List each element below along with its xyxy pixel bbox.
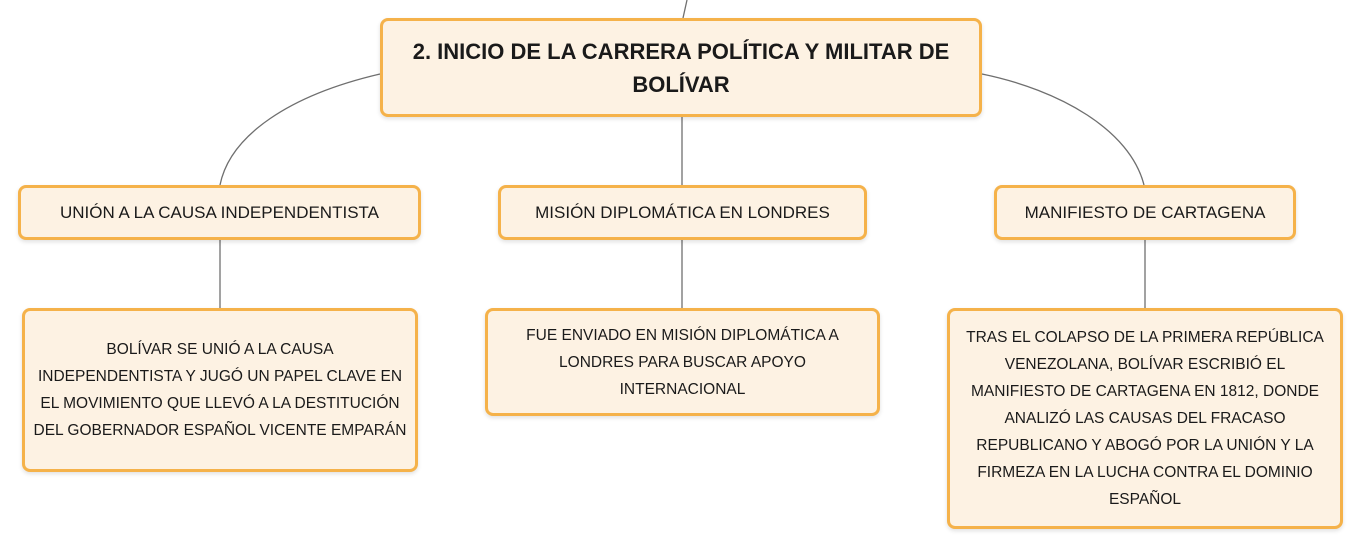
- topic-node-manifiesto[interactable]: MANIFIESTO DE CARTAGENA: [994, 185, 1296, 240]
- detail-node-mision[interactable]: FUE ENVIADO EN MISIÓN DIPLOMÁTICA A LOND…: [485, 308, 880, 416]
- root-title: 2. INICIO DE LA CARRERA POLÍTICA Y MILIT…: [412, 38, 950, 97]
- connector-root-to-manifiesto: [981, 73, 1145, 186]
- root-node[interactable]: 2. INICIO DE LA CARRERA POLÍTICA Y MILIT…: [380, 18, 982, 117]
- detail-node-union[interactable]: BOLÍVAR SE UNIÓ A LA CAUSA INDEPENDENTIS…: [22, 308, 418, 472]
- detail-text-mision: FUE ENVIADO EN MISIÓN DIPLOMÁTICA A LOND…: [526, 326, 839, 398]
- connector-parent-to-root: [682, 0, 688, 19]
- topic-label-union: UNIÓN A LA CAUSA INDEPENDENTISTA: [60, 202, 379, 222]
- topic-node-mision[interactable]: MISIÓN DIPLOMÁTICA EN LONDRES: [498, 185, 867, 240]
- topic-label-mision: MISIÓN DIPLOMÁTICA EN LONDRES: [535, 202, 830, 222]
- detail-node-manifiesto[interactable]: TRAS EL COLAPSO DE LA PRIMERA REPÚBLICA …: [947, 308, 1343, 529]
- topic-label-manifiesto: MANIFIESTO DE CARTAGENA: [1024, 202, 1266, 222]
- connector-root-to-union: [219, 73, 381, 186]
- detail-text-union: BOLÍVAR SE UNIÓ A LA CAUSA INDEPENDENTIS…: [33, 341, 407, 439]
- detail-text-manifiesto: TRAS EL COLAPSO DE LA PRIMERA REPÚBLICA …: [966, 329, 1324, 508]
- topic-node-union[interactable]: UNIÓN A LA CAUSA INDEPENDENTISTA: [18, 185, 421, 240]
